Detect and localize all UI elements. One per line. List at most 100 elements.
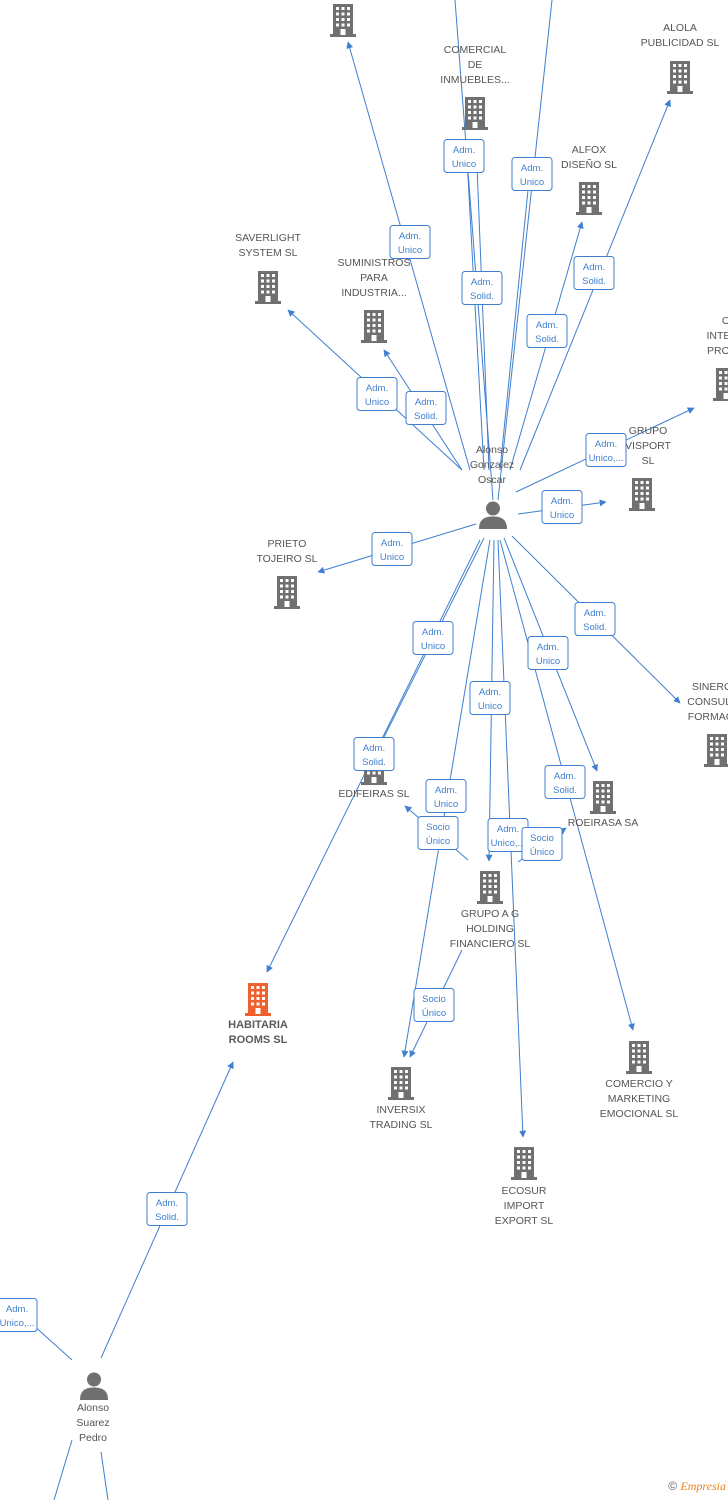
company-name-line: PARA bbox=[360, 272, 388, 284]
edge-label-e-comercial[interactable]: Adm. Unico bbox=[443, 139, 485, 173]
company-name-line: FINANCIERO SL bbox=[450, 938, 531, 950]
company-node-roeirasa[interactable]: ROEIRASA SA bbox=[568, 781, 639, 829]
person-name-line: Oscar bbox=[478, 474, 507, 486]
edge-label-text: Adm. bbox=[551, 496, 573, 507]
edge-label-e-alola[interactable]: Adm.Solid. bbox=[573, 256, 615, 290]
edge-label-e-prieto[interactable]: Adm.Unico bbox=[371, 532, 413, 566]
edge-label-text: Solid. bbox=[583, 622, 607, 633]
edge-label-box bbox=[425, 779, 467, 813]
edge-label-text: Adm. bbox=[381, 538, 403, 549]
edge-label-text: Adm. bbox=[435, 785, 457, 796]
building-icon bbox=[590, 781, 616, 814]
edge-label-text: Único bbox=[422, 1008, 446, 1019]
company-name-line: DE bbox=[468, 59, 483, 71]
edge-label-text: Adm. bbox=[497, 824, 519, 835]
edge-label-e-visport[interactable]: Adm.Unico bbox=[541, 490, 583, 524]
company-name-line: INTERN bbox=[706, 330, 728, 342]
edge-label-box bbox=[574, 602, 616, 636]
company-name-line: CONSULT bbox=[687, 696, 728, 708]
company-node-edifeiras[interactable]: EDIFEIRAS SL bbox=[338, 752, 410, 800]
company-node-suministros[interactable]: SUMINISTROSPARAINDUSTRIA... bbox=[338, 257, 411, 343]
edge-label-e-edif-solid[interactable]: Adm.Solid. bbox=[353, 737, 395, 771]
edge-label-box bbox=[469, 681, 511, 715]
edge-label-e-suministros[interactable]: Adm.Solid. bbox=[405, 391, 447, 425]
edge-label-text: Adm. bbox=[584, 608, 606, 619]
copyright-symbol: © bbox=[668, 1479, 678, 1493]
edge-label-text: Solid. bbox=[553, 785, 577, 796]
edge-label-box bbox=[573, 256, 615, 290]
person-name-line: Suarez bbox=[76, 1417, 109, 1429]
edge-label-e-grupoag[interactable]: Adm.Unico bbox=[469, 681, 511, 715]
edge-label-text: Unico bbox=[452, 159, 476, 170]
company-name-line: SYSTEM SL bbox=[239, 247, 298, 259]
edge-line bbox=[53, 1439, 73, 1500]
company-name-line: SINERG bbox=[692, 681, 728, 693]
company-name-line: ECOSUR bbox=[502, 1185, 547, 1197]
edge-label-e-roeirasa[interactable]: Adm.Unico bbox=[527, 636, 569, 670]
edge-label-e-saverlight[interactable]: Adm.Unico bbox=[356, 377, 398, 411]
edge-label-e-inversix[interactable]: Adm.Unico bbox=[425, 779, 467, 813]
building-icon bbox=[713, 368, 728, 401]
person-name-line: Pedro bbox=[79, 1432, 107, 1444]
edge-label-text: Adm. bbox=[453, 145, 475, 156]
company-name-line: PRODU bbox=[707, 345, 728, 357]
person-icon bbox=[80, 1372, 108, 1400]
edge-label-e-edif-unico[interactable]: Adm.Unico bbox=[412, 621, 454, 655]
edge-label-e-top[interactable]: Adm.Unico bbox=[389, 225, 431, 259]
company-node-sinerg[interactable]: SINERGCONSULTFORMACI bbox=[687, 681, 728, 767]
company-node-comercial[interactable]: COMERCIALDEINMUEBLES... bbox=[440, 44, 510, 130]
edge-label-e-comercio[interactable]: Adm.Solid. bbox=[544, 765, 586, 799]
person-name-line: Gonzalez bbox=[470, 459, 514, 471]
edge-label-text: Unico bbox=[520, 177, 544, 188]
building-icon bbox=[388, 1067, 414, 1100]
edge-label-e-ointern[interactable]: Adm.Unico,... bbox=[585, 433, 627, 467]
building-icon bbox=[330, 4, 356, 37]
edge-label-e-habitaria[interactable]: Adm.Solid. bbox=[146, 1192, 188, 1226]
edge-label-e-alfox-top[interactable]: Adm.Unico bbox=[511, 157, 553, 191]
edge-label-text: Adm. bbox=[536, 320, 558, 331]
edge-label-e-sinerg[interactable]: Adm. Solid. bbox=[574, 602, 616, 636]
edge-label-text: Adm. bbox=[595, 439, 617, 450]
edge-label-box bbox=[526, 314, 568, 348]
edge-label-e-alfox[interactable]: Adm.Solid. bbox=[526, 314, 568, 348]
building-icon bbox=[667, 61, 693, 94]
building-icon bbox=[462, 97, 488, 130]
edge-label-text: Unico,... bbox=[0, 1318, 34, 1329]
footer-brand[interactable]: © Empresia bbox=[668, 1479, 726, 1494]
edge-line bbox=[499, 159, 534, 471]
edge-label-box bbox=[544, 765, 586, 799]
edge-label-e-comercial-solid[interactable]: Adm.Solid. bbox=[461, 271, 503, 305]
company-name-line: EDIFEIRAS SL bbox=[338, 788, 409, 800]
building-icon bbox=[477, 871, 503, 904]
building-icon bbox=[511, 1147, 537, 1180]
edge-label-box bbox=[511, 157, 553, 191]
building-icon bbox=[626, 1041, 652, 1074]
edge-label-text: Adm. bbox=[415, 397, 437, 408]
company-name-line: HOLDING bbox=[466, 923, 514, 935]
edge-label-text: Único bbox=[530, 847, 554, 858]
edge-label-text: Solid. bbox=[155, 1212, 179, 1223]
edge-label-e-ecosur[interactable]: Adm.Unico,... bbox=[487, 818, 529, 852]
edge-label-text: Adm. bbox=[399, 231, 421, 242]
edge-label-box bbox=[371, 532, 413, 566]
building-icon bbox=[255, 271, 281, 304]
company-node-top[interactable] bbox=[330, 4, 356, 37]
company-name-line: HABITARIA bbox=[228, 1019, 288, 1031]
edge-label-e-pedro-left[interactable]: Adm.Unico,... bbox=[0, 1298, 38, 1332]
company-node-o-intern[interactable]: OINTERNPRODU bbox=[706, 315, 728, 401]
